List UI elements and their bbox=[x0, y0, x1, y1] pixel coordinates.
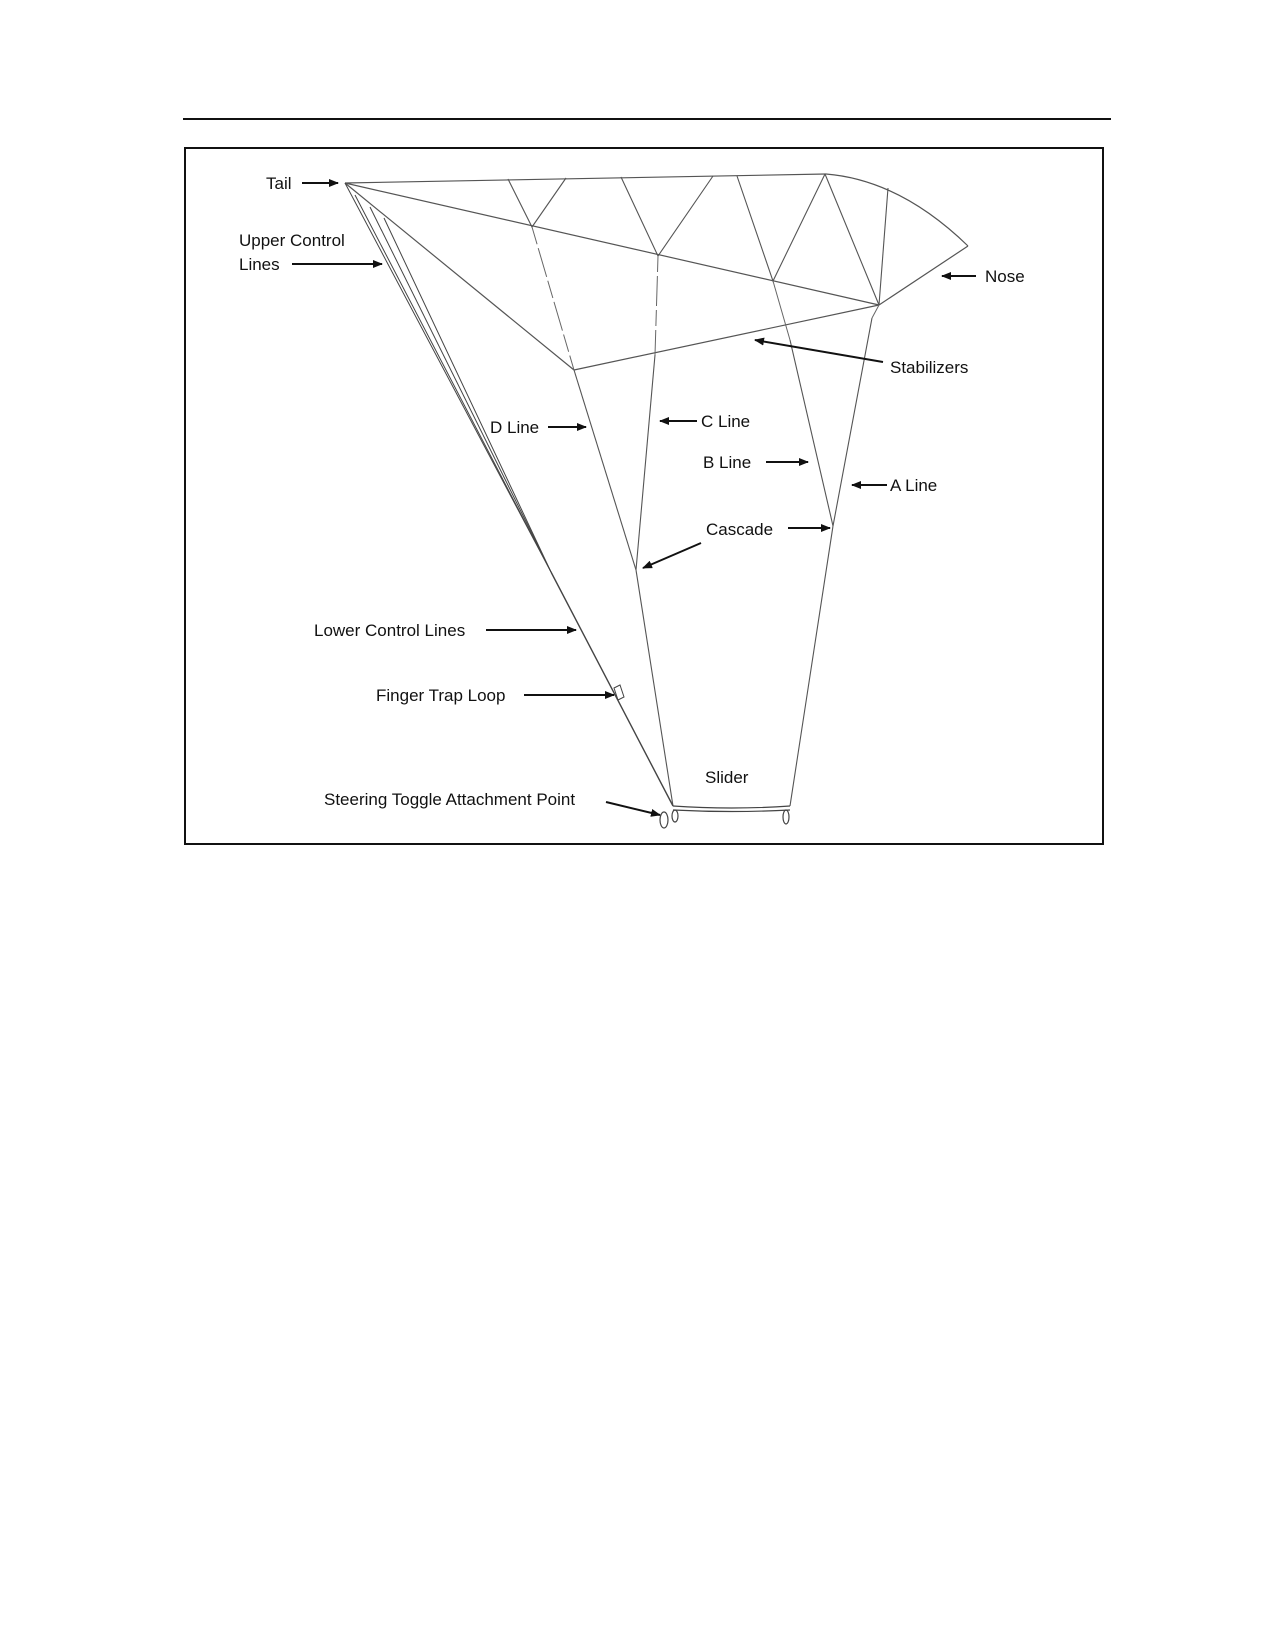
upper-control-line-4 bbox=[383, 217, 552, 573]
c-line bbox=[635, 354, 656, 571]
label-c-line: C Line bbox=[701, 412, 750, 431]
stabilizer-2 bbox=[620, 175, 714, 258]
label-a-line: A Line bbox=[890, 476, 937, 495]
canopy bbox=[344, 173, 969, 371]
upper-control-line-2 bbox=[354, 194, 552, 573]
stabilizer-5 bbox=[878, 187, 889, 306]
steering-toggle-arrow bbox=[605, 801, 661, 817]
canopy-lower-edge bbox=[344, 182, 880, 306]
cascade-arrow-left bbox=[642, 542, 702, 569]
label-b-line: B Line bbox=[703, 453, 751, 472]
rib-c bbox=[654, 255, 659, 356]
stabilizer-1 bbox=[507, 177, 567, 229]
canopy-nose-curve bbox=[825, 173, 969, 247]
slider-bar-lower bbox=[672, 809, 791, 813]
label-lower-control: Lower Control Lines bbox=[314, 621, 465, 640]
canopy-bottom-edge bbox=[573, 304, 880, 371]
stabilizers-arrow bbox=[754, 337, 884, 363]
label-nose: Nose bbox=[985, 267, 1025, 286]
stabilizer-3 bbox=[736, 173, 826, 283]
top-rule bbox=[183, 118, 1111, 120]
steering-toggle-left-2 bbox=[671, 809, 679, 823]
upper-control-line-1 bbox=[344, 182, 552, 573]
label-cascade: Cascade bbox=[706, 520, 773, 539]
stabilizer-4 bbox=[824, 173, 880, 306]
upper-control-line-3 bbox=[369, 206, 552, 573]
lower-control-line bbox=[550, 571, 674, 807]
slider-group bbox=[659, 805, 791, 829]
label-stabilizers: Stabilizers bbox=[890, 358, 968, 377]
control-lines bbox=[344, 182, 674, 807]
label-steering-toggle: Steering Toggle Attachment Point bbox=[324, 790, 575, 809]
stabilizers-triangles bbox=[507, 173, 889, 306]
rib-b bbox=[772, 280, 791, 341]
finger-trap-loop-shape bbox=[613, 684, 625, 701]
steering-toggle-right bbox=[782, 809, 790, 825]
labels: Tail Upper Control Lines Nose Stabilizer… bbox=[239, 174, 1025, 809]
d-line bbox=[573, 369, 637, 571]
cascade-right bbox=[789, 525, 834, 807]
slider-bar bbox=[672, 805, 791, 809]
label-upper-control-1: Upper Control bbox=[239, 231, 345, 250]
canopy-top-edge bbox=[344, 173, 827, 184]
a-line bbox=[832, 317, 873, 527]
canopy-ribs bbox=[531, 226, 880, 371]
canopy-tail-to-d bbox=[344, 182, 575, 371]
label-finger-trap: Finger Trap Loop bbox=[376, 686, 505, 705]
label-arrows bbox=[292, 179, 976, 817]
label-d-line: D Line bbox=[490, 418, 539, 437]
rib-a bbox=[871, 304, 880, 319]
b-line bbox=[789, 339, 834, 527]
cascade-left bbox=[635, 569, 674, 807]
steering-toggle-left bbox=[659, 811, 669, 829]
figure-frame bbox=[184, 147, 1104, 845]
label-upper-control-2: Lines bbox=[239, 255, 280, 274]
label-slider: Slider bbox=[705, 768, 749, 787]
rib-d bbox=[531, 226, 575, 371]
canopy-nose-bottom bbox=[878, 245, 969, 306]
suspension-lines bbox=[573, 317, 873, 807]
label-tail: Tail bbox=[266, 174, 292, 193]
